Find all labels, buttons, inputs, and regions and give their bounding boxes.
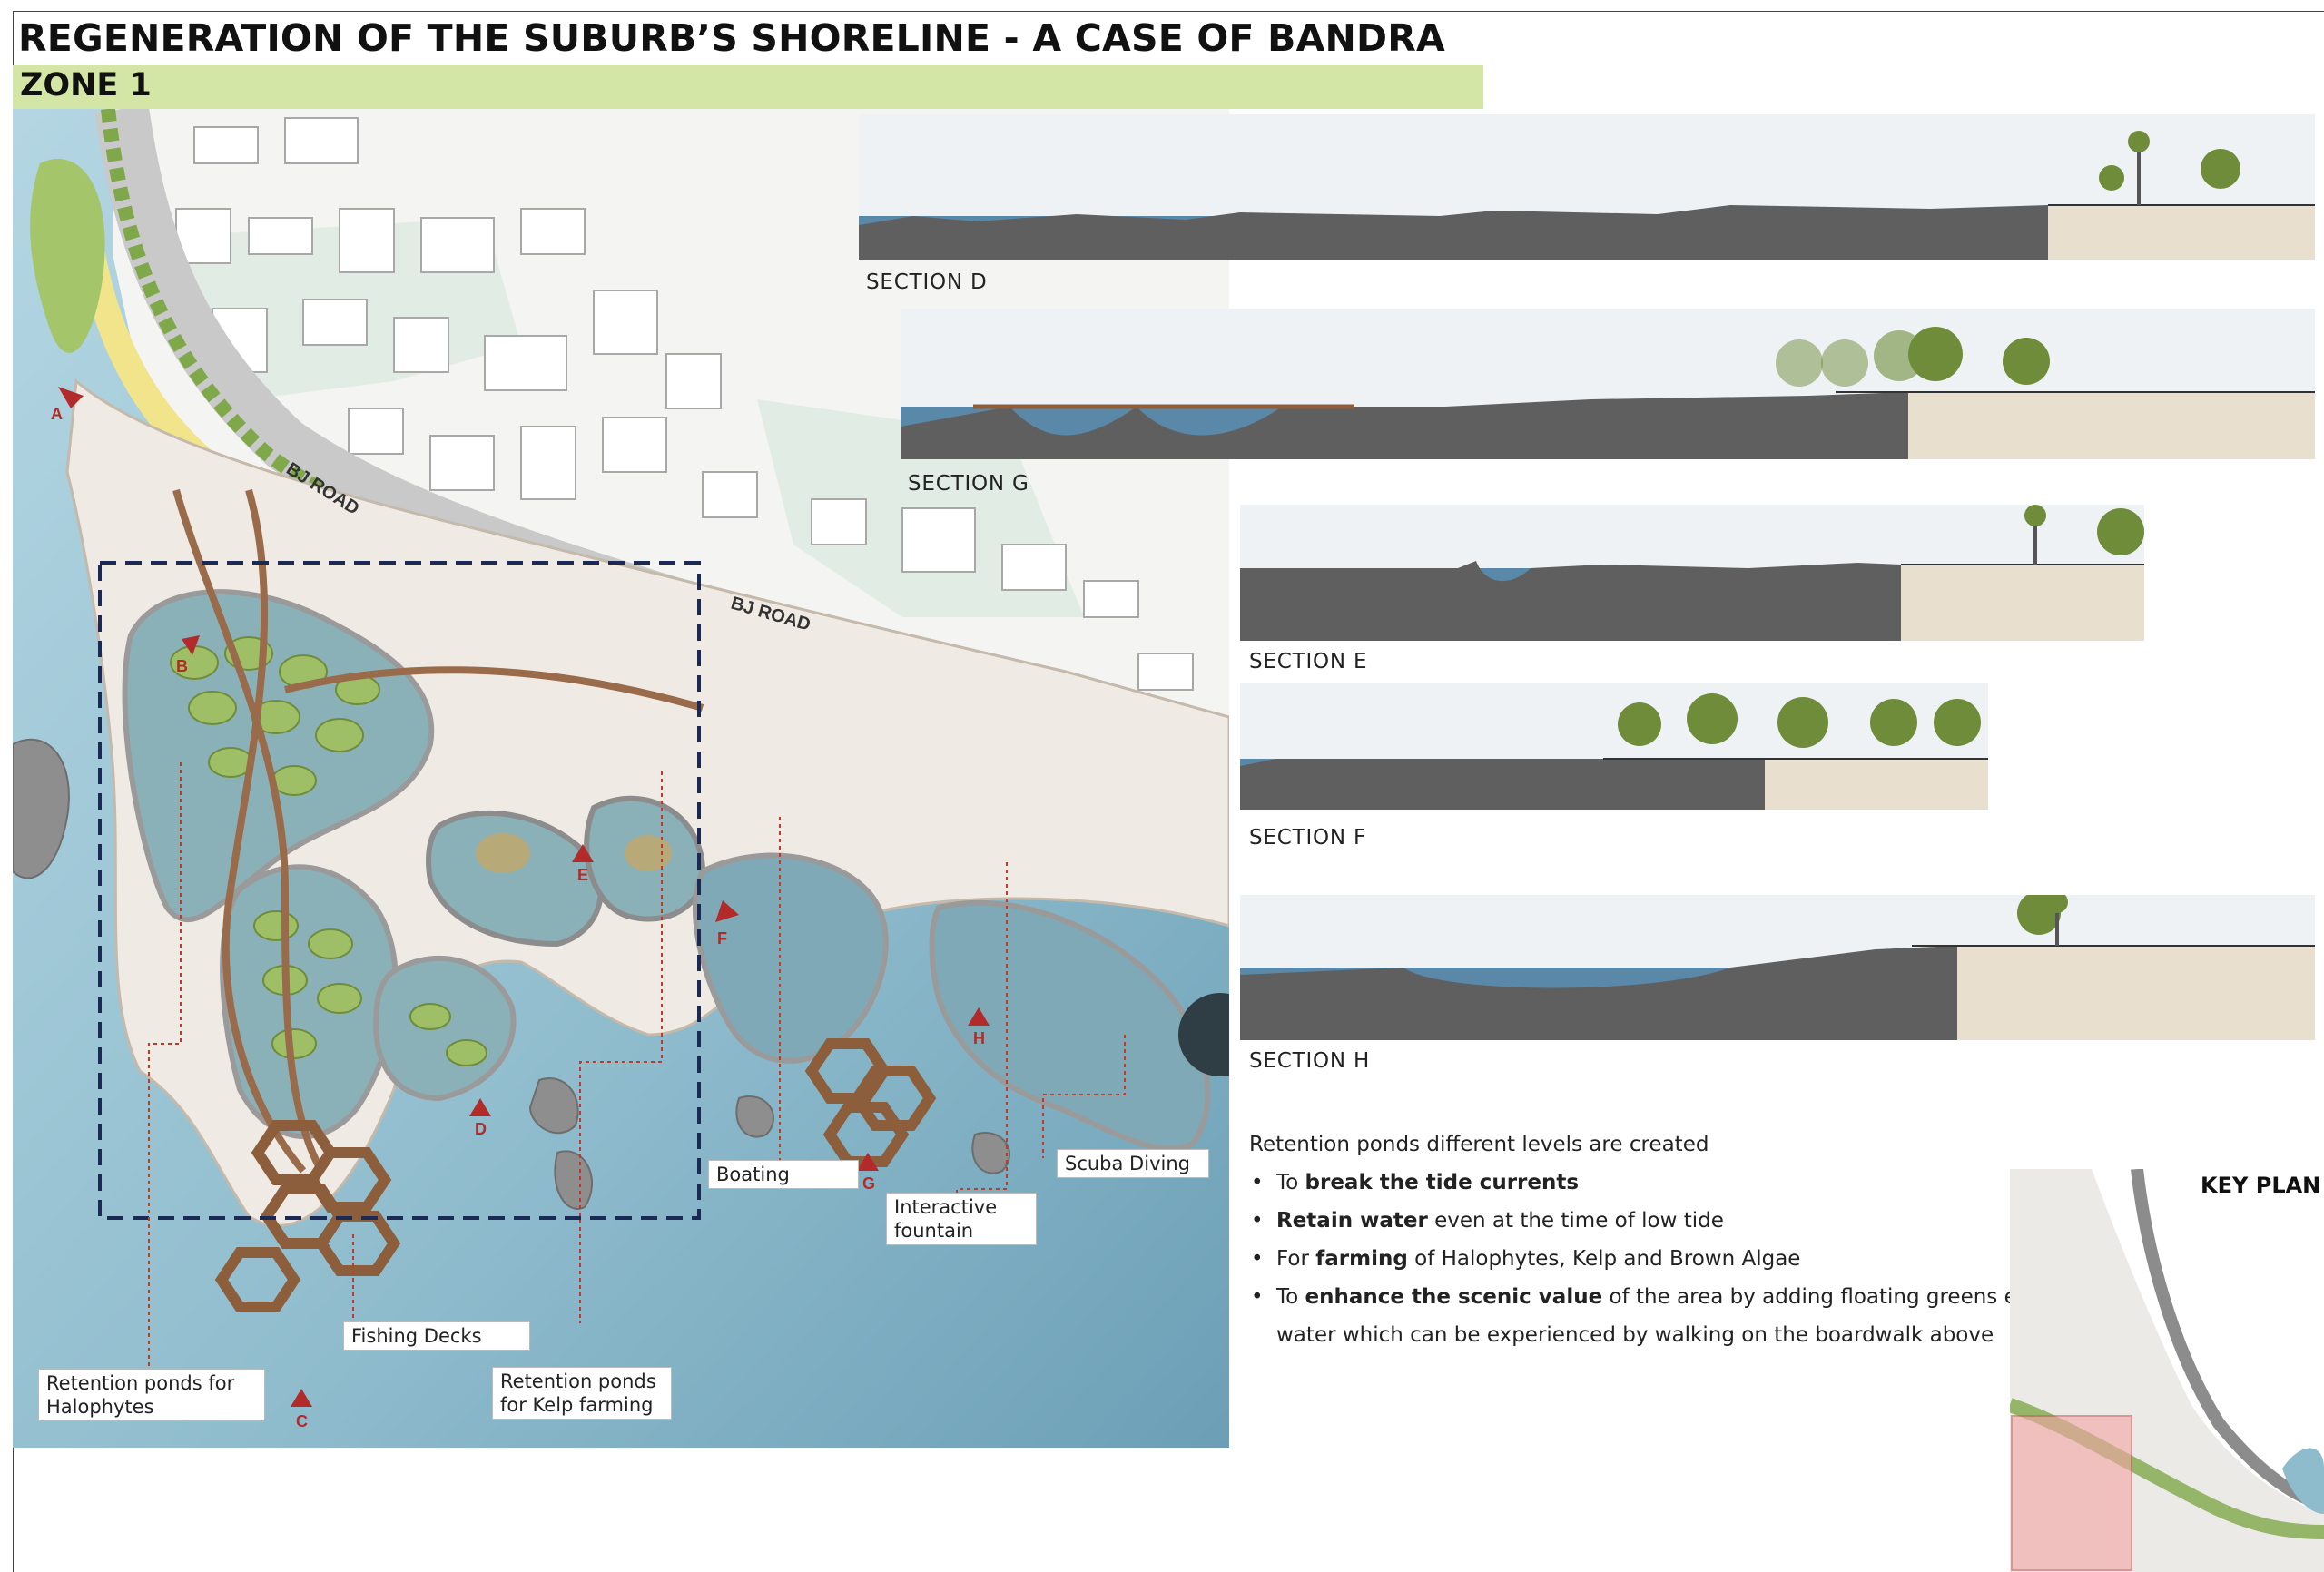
section-marker-label-h: H [973,1029,985,1047]
kelp-bed [625,835,672,871]
building-footprints [175,117,1194,691]
boardwalk [172,488,704,1174]
key-plan [2010,1169,2324,1572]
notes-text: water which can be experienced by walkin… [1276,1323,1994,1347]
callout-interactive-fountain: Interactive fountain [886,1193,1037,1245]
section-g-drawing [901,309,2315,459]
notes-item: • To break the tide currents [1249,1164,2121,1202]
callout-fishing-decks: Fishing Decks [343,1321,530,1351]
section-h-drawing [1240,895,2315,1040]
rocks [13,738,1011,1210]
zone-band [13,65,1483,109]
scuba-pool [1178,993,1229,1076]
boating-pool [692,852,889,1064]
notes-text: To [1276,1285,1305,1309]
bullet: • [1251,1171,1264,1194]
notes-text: of the area by adding floating greens ef… [1602,1285,2090,1309]
notes-emphasis: enhance the scenic value [1305,1285,1603,1309]
design-notes: Retention ponds different levels are cre… [1249,1125,2121,1354]
section-f-label: SECTION F [1249,826,1367,850]
master-plan-drawing: BJ ROAD BJ ROAD A B C D E F G H [13,109,1229,1448]
section-h-label: SECTION H [1249,1049,1371,1073]
key-plan-label: KEY PLAN [2201,1173,2321,1198]
master-plan: BJ ROAD BJ ROAD A B C D E F G H [13,109,1229,1448]
notes-list: • To break the tide currents • Retain wate… [1249,1164,2121,1354]
section-d-drawing [859,114,2315,260]
notes-emphasis: break the tide currents [1305,1171,1580,1194]
callout-kelp-ponds: Retention ponds for Kelp farming [492,1367,672,1420]
bullet: • [1251,1209,1264,1233]
notes-item: • To enhance the scenic value of the area… [1249,1278,2121,1316]
section-e-label: SECTION E [1249,650,1368,673]
section-marker-label-f: F [717,929,727,948]
notes-text: To [1276,1171,1305,1194]
section-marker-label-c: C [296,1412,308,1430]
zone-extent-outline [98,561,701,1220]
notes-emphasis: Retain water [1276,1209,1428,1233]
notes-item: • For farming of Halophytes, Kelp and Bro… [1249,1240,2121,1278]
fishing-decks [214,1038,937,1312]
zone-label: ZONE 1 [20,67,152,103]
callout-scuba-diving: Scuba Diving [1057,1149,1209,1178]
section-marker-label-d: D [475,1120,487,1138]
floating-greens [170,636,487,1066]
notes-emphasis: farming [1315,1247,1408,1271]
section-e-drawing [1240,505,2144,641]
retention-pond-kelp [426,810,604,948]
section-g-label: SECTION G [908,472,1029,496]
notes-item: • Retain water even at the time of low ti… [1249,1202,2121,1240]
notes-text: For [1276,1247,1316,1271]
section-marker-label-e: E [577,866,588,884]
notes-text: of Halophytes, Kelp and Brown Algae [1407,1247,1801,1271]
kelp-bed [476,833,530,873]
section-d-label: SECTION D [866,270,988,294]
notes-intro: Retention ponds different levels are cre… [1249,1133,1709,1156]
section-marker-label-a: A [51,405,63,423]
bullet: • [1251,1247,1264,1271]
section-marker-label-g: G [862,1174,875,1193]
section-marker-label-b: B [176,657,188,675]
fountain-pool [929,899,1211,1152]
bullet: • [1251,1285,1264,1309]
notes-text: even at the time of low tide [1427,1209,1724,1233]
section-markers [58,387,990,1407]
callout-boating: Boating [708,1160,859,1189]
callout-leaders [148,762,1126,1369]
park-patch [30,159,105,353]
notes-item-continued: water which can be experienced by walkin… [1249,1316,2121,1354]
page-title: REGENERATION OF THE SUBURB’S SHORELINE -… [18,16,1445,60]
section-f-drawing [1240,683,1988,810]
callout-halophyte-ponds: Retention ponds for Halophytes [38,1369,265,1421]
